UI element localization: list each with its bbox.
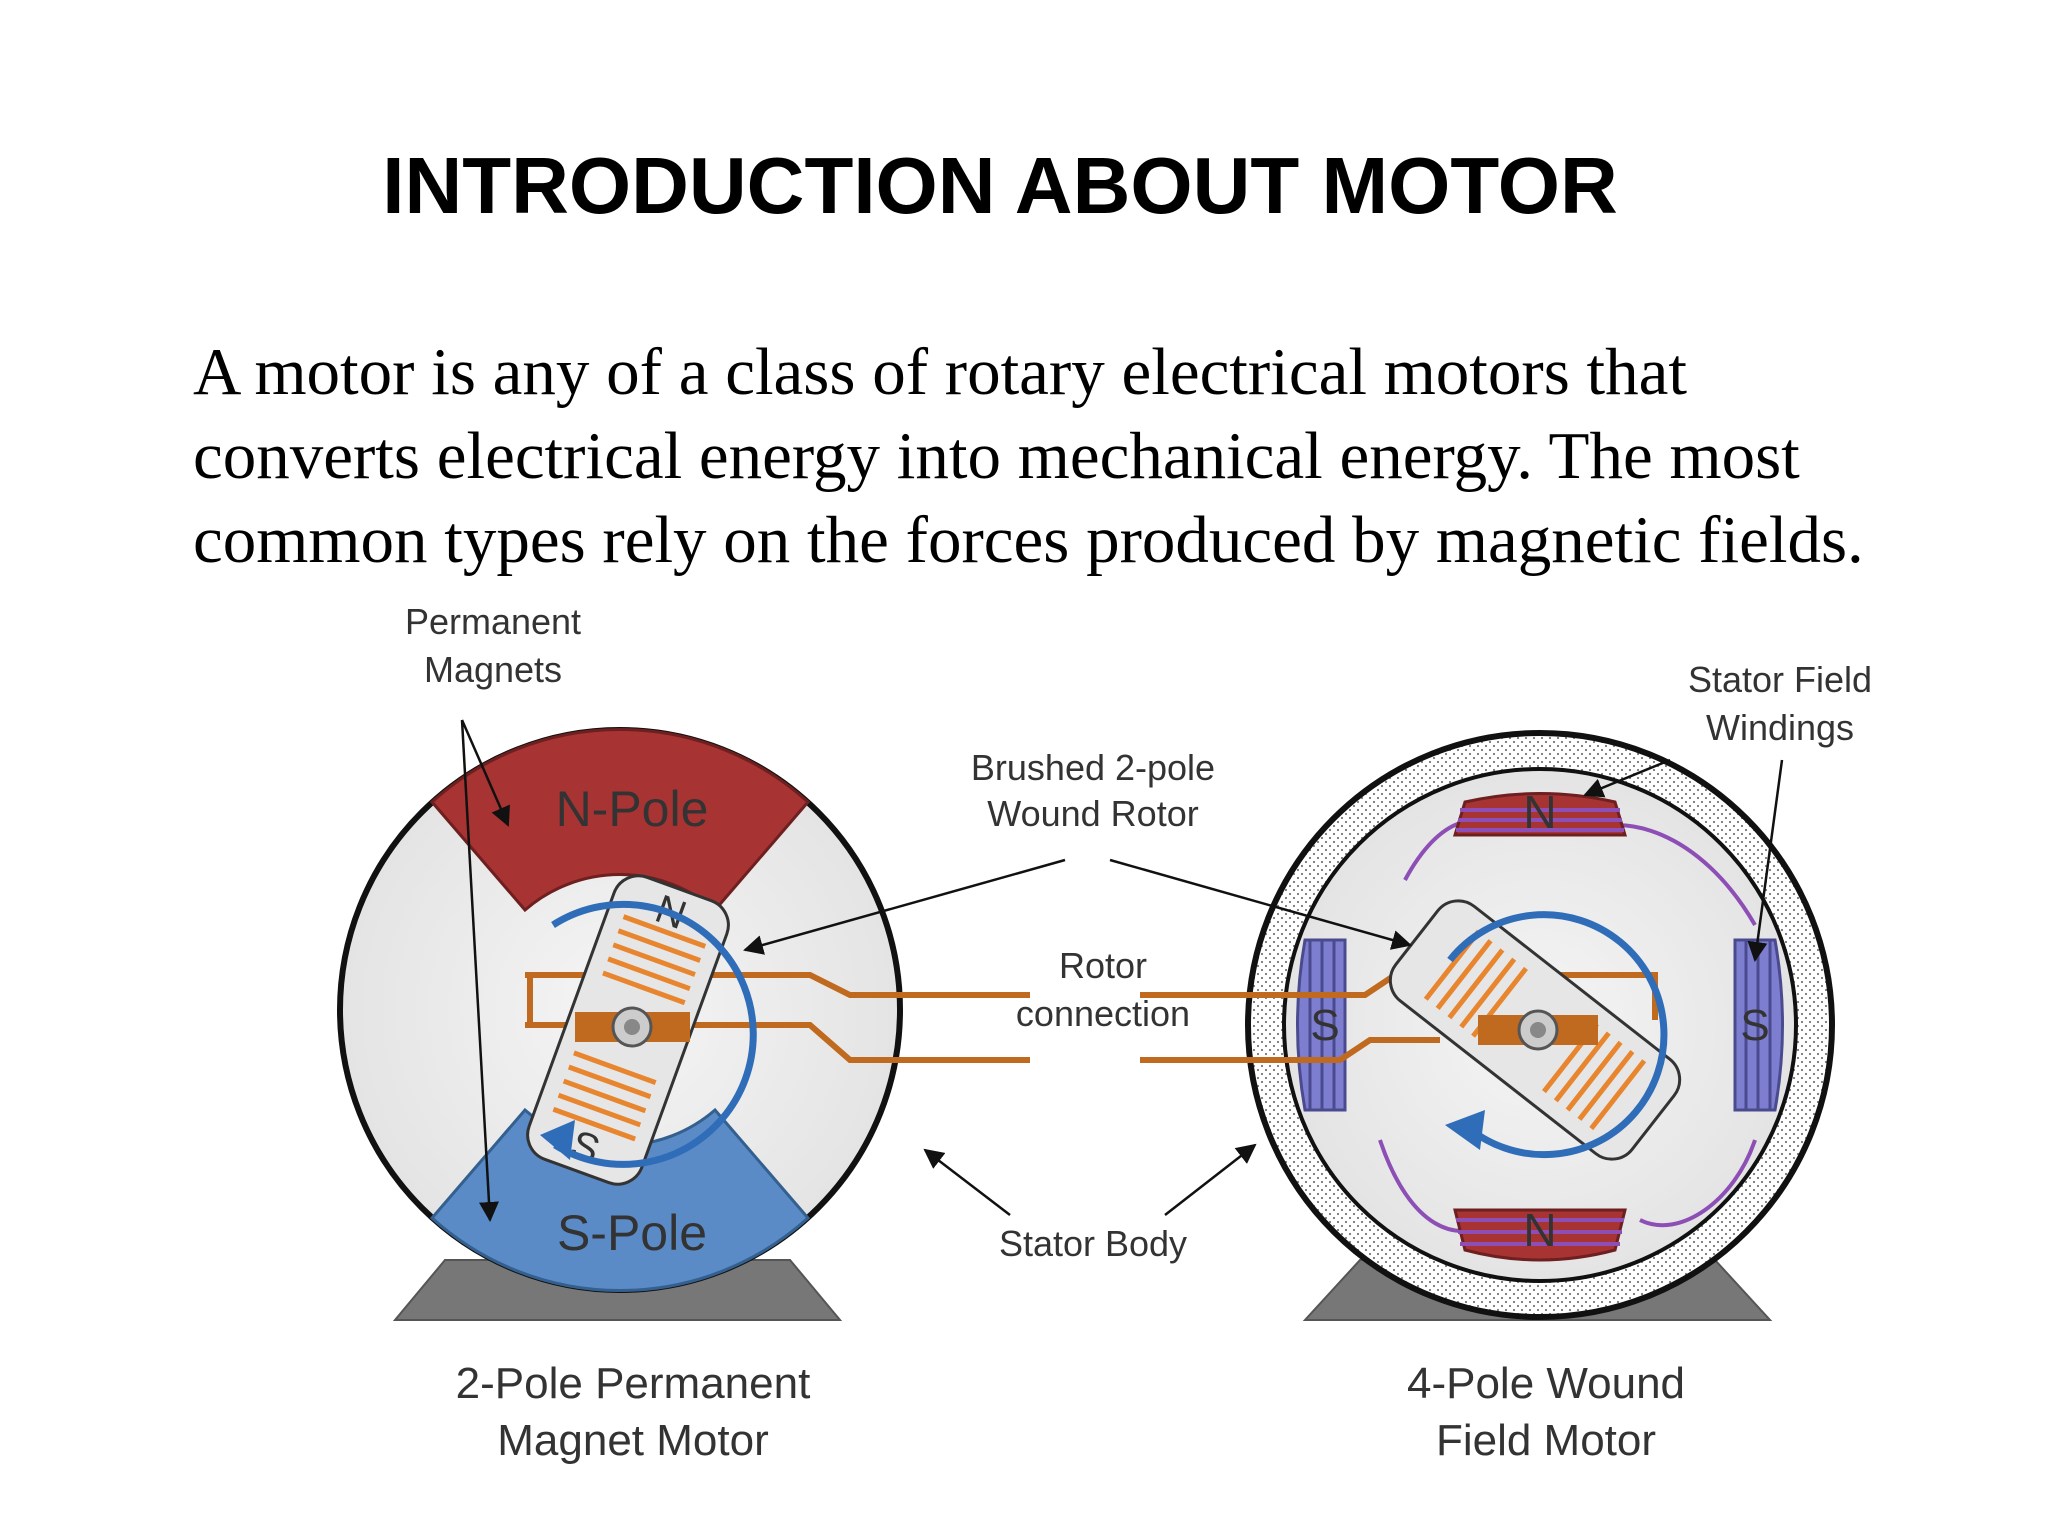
right-top-pole [1452, 792, 1628, 837]
rotor-connection-label-line2: connection [1016, 993, 1190, 1034]
brushed-rotor-label-line1: Brushed 2-pole [971, 747, 1215, 788]
paragraph-line: converts electrical energy into mechanic… [193, 419, 1800, 493]
left-shaft-center [624, 1019, 640, 1035]
right-top-pole-label: N [1523, 786, 1556, 838]
n-pole-magnet [429, 727, 811, 913]
right-bottom-pole [1453, 1208, 1627, 1262]
paragraph-line: common types rely on the forces produced… [193, 503, 1864, 577]
left-caption-line1: 2-Pole Permanent [456, 1359, 811, 1408]
s-pole-label: S-Pole [557, 1205, 707, 1261]
left-caption-line2: Magnet Motor [497, 1416, 768, 1465]
permanent-magnets-label-line1: Permanent [405, 601, 581, 642]
annotation-arrows [460, 719, 1784, 1222]
right-bottom-coil [1456, 1218, 1624, 1246]
right-right-coil [1744, 940, 1772, 1110]
brushed-rotor-label-line2: Wound Rotor [987, 793, 1198, 834]
right-right-pole-label: S [1740, 1001, 1769, 1050]
paragraph-line: A motor is any of a class of rotary elec… [193, 335, 1688, 409]
left-motor: N-Pole S-Pole N S [337, 727, 1030, 1321]
left-rotation-arrowhead [540, 1120, 575, 1160]
left-rotor-windings [552, 914, 707, 1142]
slide-title: INTRODUCTION ABOUT MOTOR [382, 141, 1618, 230]
right-caption-line2: Field Motor [1436, 1416, 1656, 1465]
right-shaft-center [1530, 1022, 1546, 1038]
permanent-magnets-label-line2: Magnets [424, 649, 562, 690]
stator-windings-label-line1: Stator Field [1688, 659, 1872, 700]
right-rotor-wire-bottom [1140, 1037, 1440, 1063]
right-left-pole-label: S [1310, 1001, 1339, 1050]
right-bottom-pole-label: N [1523, 1204, 1556, 1256]
right-rotation-arrow [1447, 911, 1668, 1159]
right-rotation-arrowhead [1445, 1110, 1485, 1150]
right-top-coil [1456, 808, 1624, 832]
n-pole-label: N-Pole [556, 781, 709, 837]
stator-body-label: Stator Body [999, 1223, 1187, 1264]
left-rotation-arrow [551, 900, 757, 1168]
right-caption-line1: 4-Pole Wound [1407, 1359, 1685, 1408]
intro-paragraph: A motor is any of a class of rotary elec… [193, 330, 1993, 582]
rotor-connection-label-line1: Rotor [1059, 945, 1147, 986]
motor-diagram: N-Pole S-Pole N S [337, 601, 1872, 1465]
stator-windings-label-line2: Windings [1706, 707, 1854, 748]
right-motor: N N S S [1140, 730, 1835, 1321]
right-left-coil [1308, 940, 1336, 1110]
